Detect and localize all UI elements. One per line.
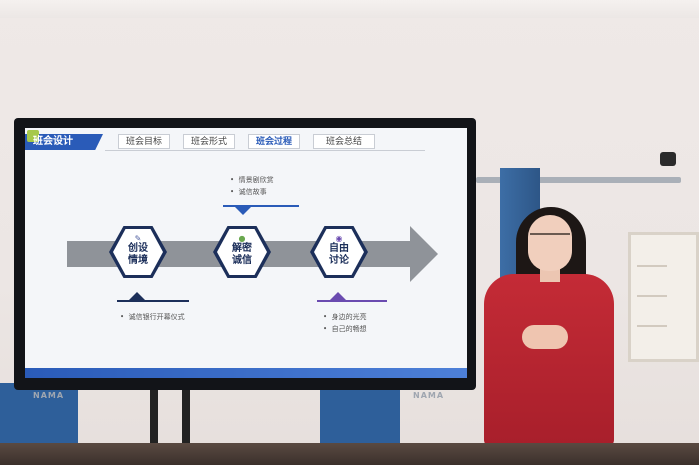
logo-icon (27, 130, 39, 142)
front-table (0, 443, 699, 465)
top-bullet-list: • 情景剧欣赏 • 诚信故事 (230, 174, 274, 198)
wall-rail (476, 177, 681, 183)
cabinet-shelf (637, 295, 667, 297)
accent-bar (223, 205, 299, 207)
monitor-brand-logo: NAMA (33, 391, 65, 400)
people-icon: ● (238, 234, 246, 243)
step-2-hexagon: ● 解密诚信 (213, 226, 271, 278)
pointer-up (129, 292, 145, 300)
list-item: • 自己的畅想 (323, 325, 367, 333)
header-divider (105, 150, 425, 151)
monitor-stand-leg (182, 388, 190, 444)
step-1-label: 创设情境 (128, 243, 148, 266)
presenter-glasses (530, 233, 570, 245)
tab-form[interactable]: 班会形式 (183, 134, 235, 149)
wall-cabinet (628, 232, 699, 362)
tab-goal[interactable]: 班会目标 (118, 134, 170, 149)
accent-bar (117, 300, 189, 302)
edit-icon: ✎ (134, 234, 142, 243)
step-3-hexagon-inner: ◉ 自由讨论 (314, 229, 364, 275)
step-3-hexagon: ◉ 自由讨论 (310, 226, 368, 278)
tab-process[interactable]: 班会过程 (248, 134, 300, 149)
monitor-stand-leg (150, 388, 158, 444)
list-item: • 身边的光亮 (323, 313, 367, 321)
accent-bar (317, 300, 387, 302)
step-1-hexagon: ✎ 创设情境 (109, 226, 167, 278)
ceiling (0, 0, 699, 18)
camera-icon (660, 152, 676, 166)
cabinet-shelf (637, 325, 667, 327)
slide-footer-strip (25, 368, 467, 378)
step-3-label: 自由讨论 (329, 243, 349, 266)
chat-icon: ◉ (335, 234, 343, 243)
bottom-left-bullet-list: • 诚信银行开幕仪式 (120, 311, 185, 323)
list-item: • 情景剧欣赏 (230, 176, 274, 184)
presentation-slide: 班会设计 班会目标 班会形式 班会过程 班会总结 • 情景剧欣赏 • 诚信故事 … (25, 128, 467, 378)
blue-panel (0, 383, 78, 443)
presenter-face (528, 215, 572, 271)
step-2-hexagon-inner: ● 解密诚信 (217, 229, 267, 275)
bottom-right-bullet-list: • 身边的光亮 • 自己的畅想 (323, 311, 367, 335)
header-bar (25, 134, 103, 150)
presenter-hands (522, 325, 568, 349)
process-arrow-head (410, 226, 438, 282)
cabinet-shelf (637, 265, 667, 267)
pointer-up (330, 292, 346, 300)
step-2-label: 解密诚信 (232, 243, 252, 266)
list-item: • 诚信银行开幕仪式 (120, 313, 185, 321)
tab-summary[interactable]: 班会总结 (313, 134, 375, 149)
blue-box (320, 388, 400, 444)
presenter-dress (484, 274, 614, 446)
slide-section-title: 班会设计 (33, 136, 73, 147)
pointer-down (235, 207, 251, 215)
step-1-hexagon-inner: ✎ 创设情境 (113, 229, 163, 275)
list-item: • 诚信故事 (230, 188, 267, 196)
monitor-brand-logo: NAMA (413, 391, 445, 400)
